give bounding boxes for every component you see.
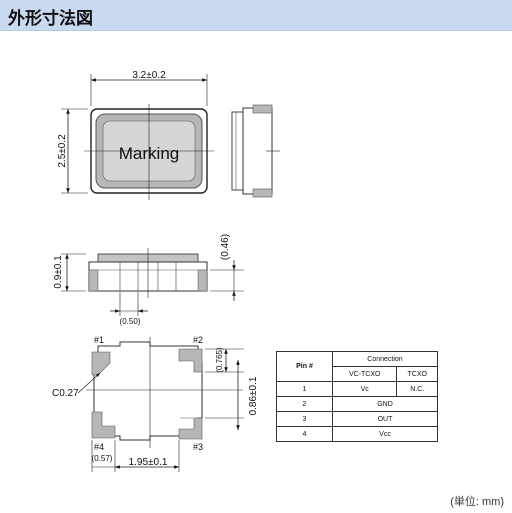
marking-label: Marking bbox=[119, 144, 179, 163]
side-view-front: 0.9±0.1 (0.46) (0.50) bbox=[53, 234, 244, 326]
pad-4 bbox=[91, 411, 116, 439]
terminal-bottom bbox=[252, 188, 273, 198]
pin-3-label: #3 bbox=[193, 442, 203, 452]
side-view-right bbox=[231, 104, 280, 198]
pin-4-label: #4 bbox=[94, 442, 104, 452]
pin-number: 2 bbox=[276, 396, 333, 412]
pin-number: 3 bbox=[276, 411, 333, 427]
pad-2 bbox=[178, 348, 203, 373]
pin-connection-table: Pin # Connection VC-TCXO TCXO 1 Vc N.C. … bbox=[276, 351, 438, 442]
vctcxo-connection: Vc bbox=[331, 381, 398, 397]
tcxo-connection: N.C. bbox=[396, 381, 438, 397]
length-dim-label: 2.5±0.2 bbox=[57, 134, 68, 168]
common-connection: OUT bbox=[332, 411, 438, 427]
chamfer-label: C0.27 bbox=[52, 388, 79, 399]
terminal-top bbox=[252, 104, 273, 114]
pin-number: 1 bbox=[276, 381, 333, 397]
lid-gap-dim-label: (0.50) bbox=[120, 317, 141, 326]
table-row: 2 GND bbox=[276, 396, 438, 412]
pad-1 bbox=[91, 351, 111, 376]
pin-1-label: #1 bbox=[94, 335, 104, 345]
common-connection: Vcc bbox=[332, 426, 438, 442]
common-connection: GND bbox=[332, 396, 438, 412]
table-row: 4 Vcc bbox=[276, 426, 438, 442]
top-view: Marking 3.2±0.2 2.5±0.2 bbox=[57, 70, 214, 200]
pad-3 bbox=[178, 417, 203, 440]
pin-2-label: #2 bbox=[193, 335, 203, 345]
header-bar: 外形寸法図 bbox=[0, 0, 512, 31]
tcxo-header: TCXO bbox=[396, 366, 438, 382]
page-title: 外形寸法図 bbox=[8, 9, 93, 29]
pin-number: 4 bbox=[276, 426, 333, 442]
pin-header: Pin # bbox=[276, 351, 333, 382]
pad-width-dim-label: (0.57) bbox=[92, 454, 113, 463]
unit-note: (単位: mm) bbox=[450, 496, 504, 508]
pad-pitch-y-dim-label: 0.86±0.1 bbox=[248, 376, 259, 415]
table-subheader-row: VC-TCXO TCXO bbox=[277, 366, 438, 382]
table-row: 3 OUT bbox=[276, 411, 438, 427]
vctcxo-header: VC-TCXO bbox=[331, 366, 398, 382]
bottom-view: #1 #2 #3 #4 C0.27 (0.765) 0.86±0.1 (0.57… bbox=[52, 335, 259, 472]
table-row: 1 Vc N.C. bbox=[276, 381, 438, 397]
connection-header: Connection bbox=[332, 351, 438, 367]
pad-pitch-x-dim-label: 1.95±0.1 bbox=[129, 457, 168, 468]
lid-height-dim-label: (0.46) bbox=[220, 234, 231, 260]
width-dim-label: 3.2±0.2 bbox=[132, 70, 166, 81]
height-dim-label: 0.9±0.1 bbox=[53, 255, 64, 289]
table-header-row: Pin # Connection bbox=[276, 351, 438, 382]
pad-height-dim-label: (0.765) bbox=[215, 347, 224, 373]
